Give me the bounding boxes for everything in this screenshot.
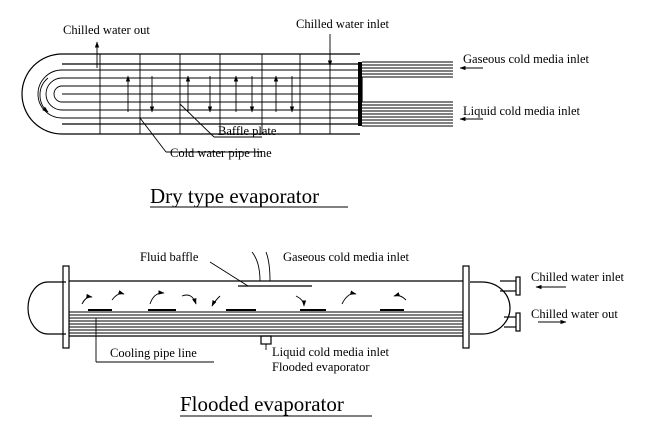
flooded-liquid-inlet-label: Liquid cold media inlet <box>272 345 390 359</box>
dry-chilled-water-inlet-label: Chilled water inlet <box>296 17 390 31</box>
dry-baffle-plate-label: Baffle plate <box>218 124 277 138</box>
flooded-title: Flooded evaporator <box>180 392 344 416</box>
flooded-left-flange <box>62 265 70 349</box>
dry-flow-arrows <box>125 75 295 113</box>
dry-shell <box>21 53 360 135</box>
flooded-chilled-water-out-label: Chilled water out <box>531 307 618 321</box>
flooded-gas-inlet-pipe <box>251 251 271 282</box>
dry-pipe-leader <box>139 117 167 153</box>
dry-gaseous-inlet-label: Gaseous cold media inlet <box>463 52 590 66</box>
dry-u-tube-outer <box>37 69 360 119</box>
flooded-right-flange <box>462 265 470 349</box>
flooded-right-head <box>470 281 511 335</box>
flooded-vapor-flow-arrows <box>81 290 407 307</box>
dry-baffle-lines <box>99 54 331 134</box>
dry-evaporator: Chilled water out Chilled water inlet Ga… <box>21 17 590 208</box>
dry-tube-sheet <box>358 62 362 126</box>
flooded-evaporator-caption: Flooded evaporator <box>272 360 370 374</box>
flooded-chilled-water-out-nozzle <box>504 312 521 332</box>
dry-title: Dry type evaporator <box>150 184 319 208</box>
flooded-fluid-baffle-leader <box>209 261 249 287</box>
flooded-chilled-water-inlet-label: Chilled water inlet <box>531 270 625 284</box>
flooded-liquid-inlet-nozzle <box>260 335 272 345</box>
dry-u-tube-inner <box>53 85 360 103</box>
dry-header-tubes-top <box>362 61 453 78</box>
flooded-tube-bundle <box>69 311 463 334</box>
dry-cold-water-pipe-label: Cold water pipe line <box>170 146 272 160</box>
dry-chilled-water-out-label: Chilled water out <box>63 23 150 37</box>
dry-liquid-inlet-label: Liquid cold media inlet <box>463 104 581 118</box>
dry-return-flow-arrow <box>39 77 49 113</box>
flooded-chilled-water-inlet-nozzle <box>500 276 521 296</box>
flooded-gaseous-inlet-label: Gaseous cold media inlet <box>283 250 410 264</box>
dry-header-tubes-bottom <box>362 101 453 127</box>
flooded-cooling-pipe-label: Cooling pipe line <box>110 346 197 360</box>
flooded-fluid-baffle-label: Fluid baffle <box>140 250 199 264</box>
flooded-evaporator: Fluid baffle Gaseous cold media inlet Ch… <box>27 250 625 417</box>
flooded-left-head <box>27 281 66 335</box>
dry-baffle-leader <box>179 103 215 138</box>
dry-u-tube-mid <box>45 77 360 111</box>
